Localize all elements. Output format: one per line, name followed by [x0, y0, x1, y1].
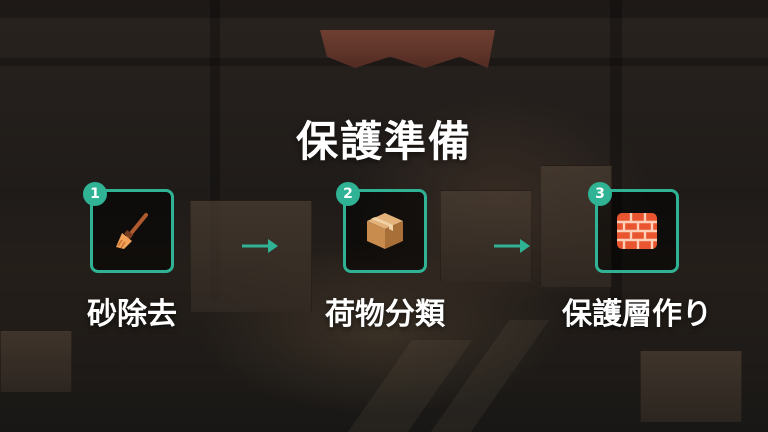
step-number-badge: 1: [83, 182, 107, 206]
floor-box: [0, 330, 72, 392]
brick-icon: [613, 207, 661, 255]
step-number-badge: 3: [588, 182, 612, 206]
step-2: 2 荷物分類: [290, 182, 480, 333]
page-title: 保護準備: [295, 117, 472, 166]
arrow-right-icon: [494, 239, 530, 253]
broom-icon: [108, 207, 156, 255]
support-post: [210, 0, 220, 300]
arrow-right-icon: [242, 239, 278, 253]
step-icon-box: 1: [83, 182, 174, 273]
step-icon-box: 3: [588, 182, 679, 273]
step-1: 1 砂除去: [37, 182, 227, 333]
step-label: 荷物分類: [325, 297, 445, 332]
step-icon-box: 2: [336, 182, 427, 273]
step-3: 3: [542, 182, 732, 333]
floor-box: [640, 350, 742, 422]
step-label: 砂除去: [87, 297, 177, 332]
step-label: 保護層作り: [562, 297, 712, 332]
ceiling-beam: [0, 0, 768, 18]
ceiling-beam: [0, 58, 768, 66]
shelf-boxes: [440, 190, 532, 282]
stacked-boxes: [190, 200, 312, 312]
step-number-badge: 2: [336, 182, 360, 206]
package-icon: [361, 207, 409, 255]
